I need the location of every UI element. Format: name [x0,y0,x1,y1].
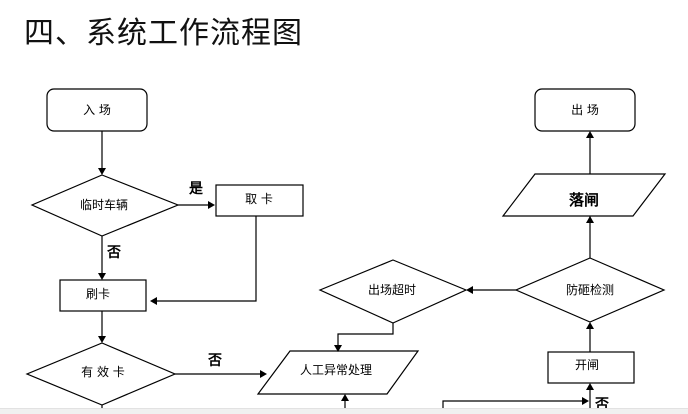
edge-label-no: 否 [106,245,121,261]
arrowhead [334,345,342,352]
node-open-gate-label: 开闸 [575,358,599,372]
node-temp-vehicle: 临时车辆 [30,174,180,237]
arrowhead [466,286,473,294]
node-entry-label: 入 场 [83,103,111,117]
node-close-gate-label: 落闸 [569,191,599,209]
page-title: 四、系统工作流程图 [24,16,303,51]
arrowhead [341,394,349,401]
edge-take-swipe [155,216,257,302]
page-bottom-edge [0,408,688,414]
node-swipe-card: 刷卡 [59,279,147,312]
node-exit-label: 出 场 [571,103,599,117]
arrowhead [208,201,215,209]
node-open-gate: 开闸 [547,351,635,384]
node-valid-card-label: 有 效 卡 [81,364,125,379]
arrowhead [586,322,594,329]
arrowhead [586,383,594,390]
node-manual-handling-label: 人工异常处理 [300,363,372,377]
node-take-card: 取 卡 [215,184,304,217]
node-anti-smash-label: 防砸检测 [566,282,614,297]
edge-label-yes: 是 [189,181,204,197]
node-close-gate: 落闸 [501,173,667,217]
node-take-card-label: 取 卡 [245,192,273,206]
node-swipe-card-label: 刷卡 [86,287,110,301]
arrowhead [586,131,594,138]
node-manual-handling: 人工异常处理 [256,350,420,395]
node-anti-smash: 防砸检测 [514,257,666,323]
arrowhead [98,273,106,280]
arrowhead [98,168,106,175]
node-timeout-label: 出场超时 [368,282,416,297]
arrowhead [150,297,157,305]
node-entry: 入 场 [46,88,148,132]
node-timeout: 出场超时 [318,259,468,324]
arrowhead [98,336,106,343]
edge-timeout-manual [337,323,394,346]
arrowhead [260,370,267,378]
arrowhead [582,397,589,405]
node-valid-card: 有 效 卡 [25,342,177,406]
node-temp-vehicle-label: 临时车辆 [80,197,128,212]
arrowhead [586,216,594,223]
edge-label-valid-no: 否 [207,353,222,369]
node-exit: 出 场 [534,88,636,132]
